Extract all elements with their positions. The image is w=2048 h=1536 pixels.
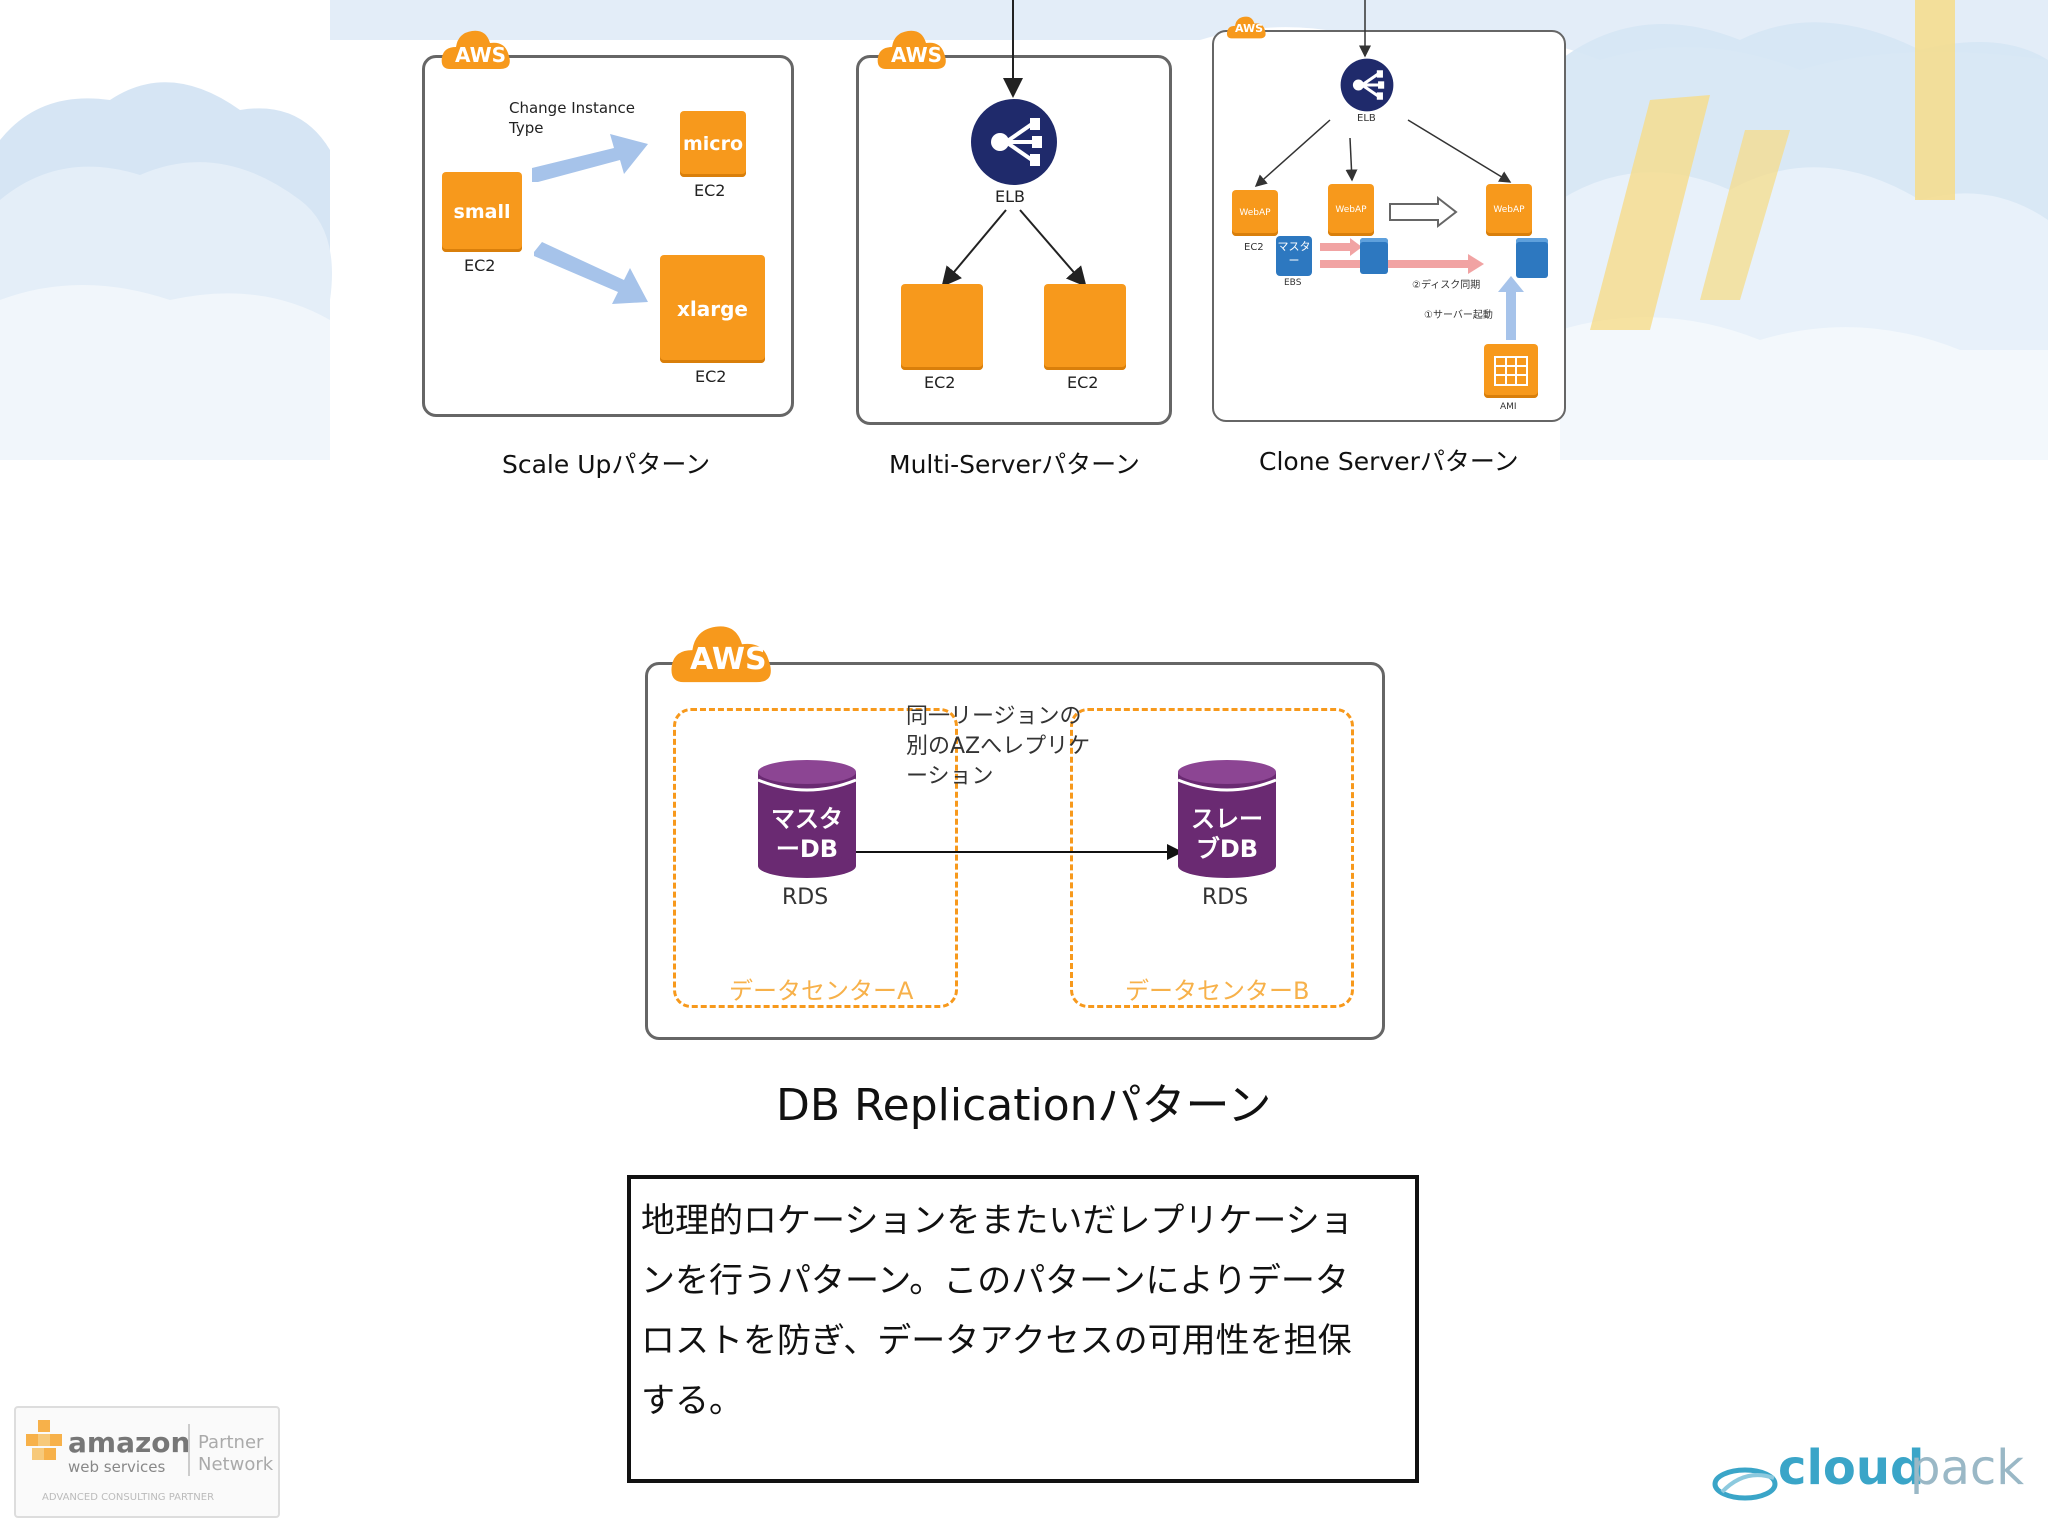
aws-badge-label: AWS <box>455 43 507 67</box>
aws-badge-label: AWS <box>690 642 767 677</box>
amazon-wordmark: amazon <box>68 1426 191 1459</box>
ebs-volume-clone <box>1516 238 1548 278</box>
datacenter-b-label: データセンターB <box>1125 977 1310 1005</box>
slave-db-label: スレー ブDB <box>1191 805 1263 863</box>
webap-label: WebAP <box>1493 205 1525 215</box>
ec2-small-instance: small <box>442 172 522 252</box>
aws-badge-label: AWS <box>891 43 943 67</box>
ec2-label: EC2 <box>695 367 727 386</box>
aws-cloud-icon: AWS <box>876 25 950 73</box>
cloudpack-logo: cloud pack <box>1712 1440 2024 1510</box>
pattern-description-box: 地理的ロケーションをまたいだレプリケーショ ンを行うパターン。このパターンにより… <box>627 1175 1419 1483</box>
description-line: ンを行うパターン。このパターンによりデータ <box>641 1261 1349 1301</box>
replication-arrow <box>855 844 1183 860</box>
replication-note: 同一リージョンの 別のAZへレプリケ ーション <box>906 704 1091 789</box>
scale-up-arrow-down <box>534 242 648 304</box>
rds-label: RDS <box>782 885 829 910</box>
change-instance-type-annotation: Change Instance Type <box>509 99 635 137</box>
elb-label: ELB <box>1357 113 1376 124</box>
master-db-cylinder-icon <box>757 760 857 878</box>
datacenter-a-label: データセンターA <box>729 977 914 1005</box>
ebs-master-volume: マスタ ー <box>1276 236 1312 276</box>
scale-up-caption: Scale Upパターン <box>502 450 711 479</box>
webap-label: WebAP <box>1335 205 1367 215</box>
aws-cloud-icon: AWS <box>1226 12 1268 42</box>
cloudpack-light-wordmark: pack <box>1910 1440 2025 1496</box>
webap-instance-mid: WebAP <box>1328 184 1374 236</box>
elb-label: ELB <box>995 187 1025 206</box>
aws-cubes-logo-icon <box>26 1420 62 1460</box>
webap-instance-right: WebAP <box>1486 184 1532 236</box>
instance-size-micro: micro <box>683 133 743 155</box>
ec2-label: EC2 <box>1067 373 1099 392</box>
rds-label: RDS <box>1202 885 1249 910</box>
master-db-label: マスタ ーDB <box>771 805 843 863</box>
ami-grid-icon <box>1494 356 1528 386</box>
ec2-instance-left <box>901 284 983 370</box>
ec2-micro-instance: micro <box>680 111 746 177</box>
webap-label: WebAP <box>1239 208 1271 218</box>
ec2-label: EC2 <box>924 373 956 392</box>
ebs-label: EBS <box>1284 278 1302 288</box>
ebs-volume-mid <box>1360 238 1388 274</box>
aws-partner-network-badge: amazon web services Partner Network ADVA… <box>14 1406 280 1518</box>
description-line: ロストを防ぎ、データアクセスの可用性を担保 <box>641 1321 1352 1361</box>
webap-instance-left: WebAP <box>1232 190 1278 236</box>
aws-badge-label: AWS <box>1235 22 1264 35</box>
slave-db-cylinder-icon <box>1177 760 1277 878</box>
multi-server-connectors <box>941 0 1087 288</box>
partner-wordmark: Partner <box>198 1432 264 1453</box>
ebs-master-dash: ー <box>1288 254 1300 267</box>
ec2-label: EC2 <box>464 256 496 275</box>
elb-load-balancer-icon <box>971 99 1057 185</box>
aws-cloud-icon: AWS <box>668 618 778 688</box>
clone-server-connectors <box>1254 0 1524 340</box>
clone-server-caption: Clone Serverパターン <box>1259 447 1519 476</box>
scale-up-arrow-up <box>532 134 648 182</box>
ebs-master-label: マスタ <box>1277 240 1311 253</box>
network-wordmark: Network <box>198 1454 274 1475</box>
multi-server-caption: Multi-Serverパターン <box>889 450 1140 479</box>
instance-size-small: small <box>453 201 511 223</box>
ec2-label: EC2 <box>694 181 726 200</box>
datacenter-b-zone <box>1070 708 1354 1008</box>
consulting-partner-text: ADVANCED CONSULTING PARTNER <box>42 1492 215 1503</box>
ec2-xlarge-instance: xlarge <box>660 255 765 363</box>
cloudpack-swirl-icon <box>1712 1467 1778 1501</box>
ec2-label: EC2 <box>1244 242 1264 253</box>
server-boot-annotation: ①サーバー起動 <box>1424 310 1493 321</box>
datacenter-a-zone <box>673 708 958 1008</box>
disk-sync-annotation: ②ディスク同期 <box>1412 280 1481 291</box>
ec2-instance-right <box>1044 284 1126 370</box>
ami-image-icon <box>1484 344 1538 398</box>
description-line: 地理的ロケーションをまたいだレプリケーショ <box>641 1201 1354 1241</box>
aws-cloud-icon: AWS <box>440 25 514 73</box>
webservices-wordmark: web services <box>68 1458 166 1476</box>
badge-divider <box>188 1424 190 1476</box>
cloudpack-bold-wordmark: cloud <box>1778 1440 1925 1496</box>
elb-load-balancer-icon <box>1340 58 1394 112</box>
ami-label: AMI <box>1500 402 1517 412</box>
instance-size-xlarge: xlarge <box>677 297 748 321</box>
description-line: する。 <box>641 1381 743 1421</box>
db-replication-caption: DB Replicationパターン <box>776 1080 1272 1131</box>
